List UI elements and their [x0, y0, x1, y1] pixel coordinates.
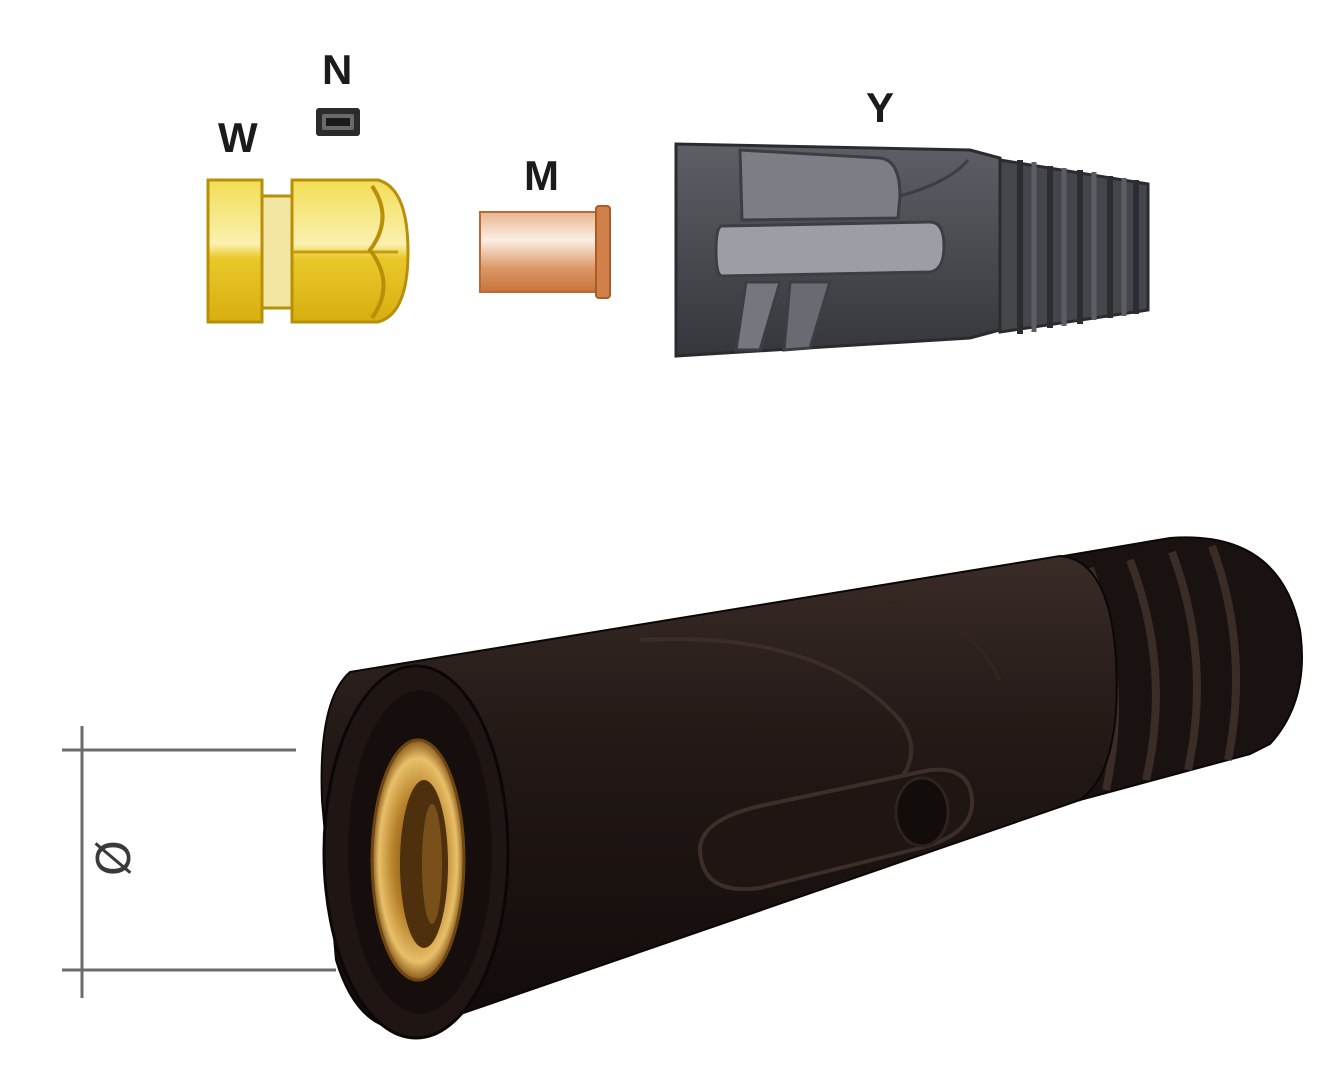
diameter-symbol: Ø — [85, 840, 139, 876]
assembled-connector — [320, 536, 1303, 1040]
label-m: M — [524, 152, 559, 199]
set-screw-part-n — [316, 108, 360, 136]
brass-nut-part-w — [206, 178, 410, 324]
label-y: Y — [866, 84, 894, 131]
label-n: N — [322, 46, 352, 93]
diameter-dimension: Ø — [62, 726, 336, 998]
copper-sleeve-part-m — [479, 205, 611, 299]
label-w: W — [218, 114, 258, 161]
rubber-boot-part-y — [674, 142, 1150, 358]
